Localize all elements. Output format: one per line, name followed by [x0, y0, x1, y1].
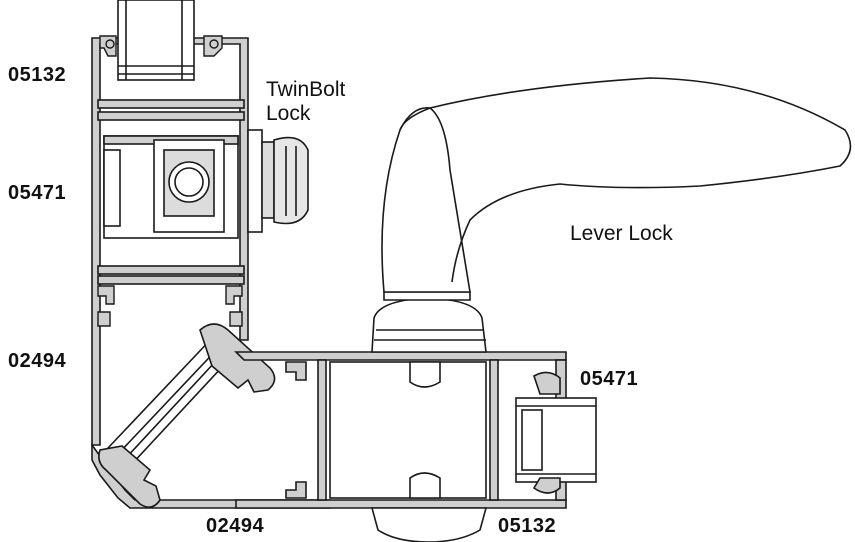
top-gaskets — [99, 35, 223, 57]
code-label-bottom: 02494 — [206, 515, 265, 537]
twinbolt-label-line1: TwinBolt — [266, 78, 346, 101]
sash-chamber — [285, 361, 487, 499]
twinbolt-label-line2: Lock — [266, 102, 311, 125]
twinbolt-knob — [247, 129, 309, 233]
lower-chamber-clips — [97, 285, 243, 327]
glass-panel-top — [117, 0, 195, 81]
twinbolt-lock-body — [103, 135, 239, 239]
diagonal-mitre-bar — [98, 323, 276, 508]
code-label-right: 05471 — [580, 368, 639, 390]
lever-lock-label: Lever Lock — [570, 222, 673, 245]
code-label-lower-left: 02494 — [8, 350, 67, 372]
glass-panel-right — [515, 371, 597, 494]
code-label-mid-left: 05471 — [8, 182, 67, 204]
code-label-top-left: 05132 — [8, 64, 67, 86]
twinbolt-lock-label: TwinBolt Lock — [266, 78, 345, 126]
code-label-bottom-right: 05132 — [498, 515, 557, 537]
